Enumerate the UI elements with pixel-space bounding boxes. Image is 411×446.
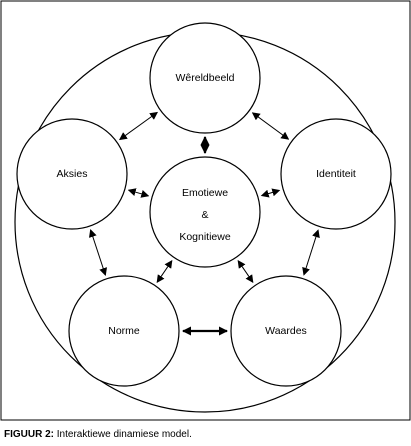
- arrow-wereldbeeld-identiteit: [251, 112, 290, 140]
- figure-frame: Wêreldbeeld Identiteit Waardes Norme Aks…: [0, 0, 411, 421]
- node-waardes: Waardes: [230, 275, 342, 387]
- arrow-center-aksies: [127, 188, 150, 198]
- node-circle: [16, 118, 128, 230]
- node-label-center-line1: Emotiewe: [182, 187, 228, 199]
- arrow-center-norme: [156, 259, 173, 284]
- node-label-norme: Norme: [108, 325, 140, 337]
- node-label-aksies: Aksies: [57, 168, 88, 180]
- caption-label: FIGUUR 2:: [4, 429, 54, 440]
- dynamic-model-diagram: Wêreldbeeld Identiteit Waardes Norme Aks…: [0, 0, 411, 421]
- node-circle: [149, 22, 261, 134]
- arrow-norme-aksies: [88, 229, 108, 276]
- arrow-center-waardes: [237, 259, 254, 284]
- node-label-identiteit: Identiteit: [316, 168, 356, 180]
- node-circle: [230, 275, 342, 387]
- node-circle: [149, 156, 261, 268]
- node-norme: Norme: [68, 275, 180, 387]
- node-label-center-line2: &: [201, 209, 208, 221]
- node-wereldbeeld: Wêreldbeeld: [149, 22, 261, 134]
- node-label-center-line3: Kognitiewe: [179, 231, 231, 243]
- arrow-center-identiteit: [260, 188, 281, 198]
- node-circle: [280, 118, 392, 230]
- node-aksies: Aksies: [16, 118, 128, 230]
- edges-layer: [88, 111, 320, 336]
- arrow-identiteit-waardes: [302, 229, 320, 276]
- node-identiteit: Identiteit: [280, 118, 392, 230]
- node-label-waardes: Waardes: [265, 325, 307, 337]
- node-circle: [68, 275, 180, 387]
- node-center: Emotiewe & Kognitiewe: [149, 156, 261, 268]
- figure-caption: FIGUUR 2: Interaktiewe dinamiese model.: [4, 429, 192, 440]
- caption-text: Interaktiewe dinamiese model.: [54, 429, 192, 440]
- node-label-wereldbeeld: Wêreldbeeld: [176, 72, 235, 84]
- arrow-aksies-wereldbeeld: [118, 111, 159, 141]
